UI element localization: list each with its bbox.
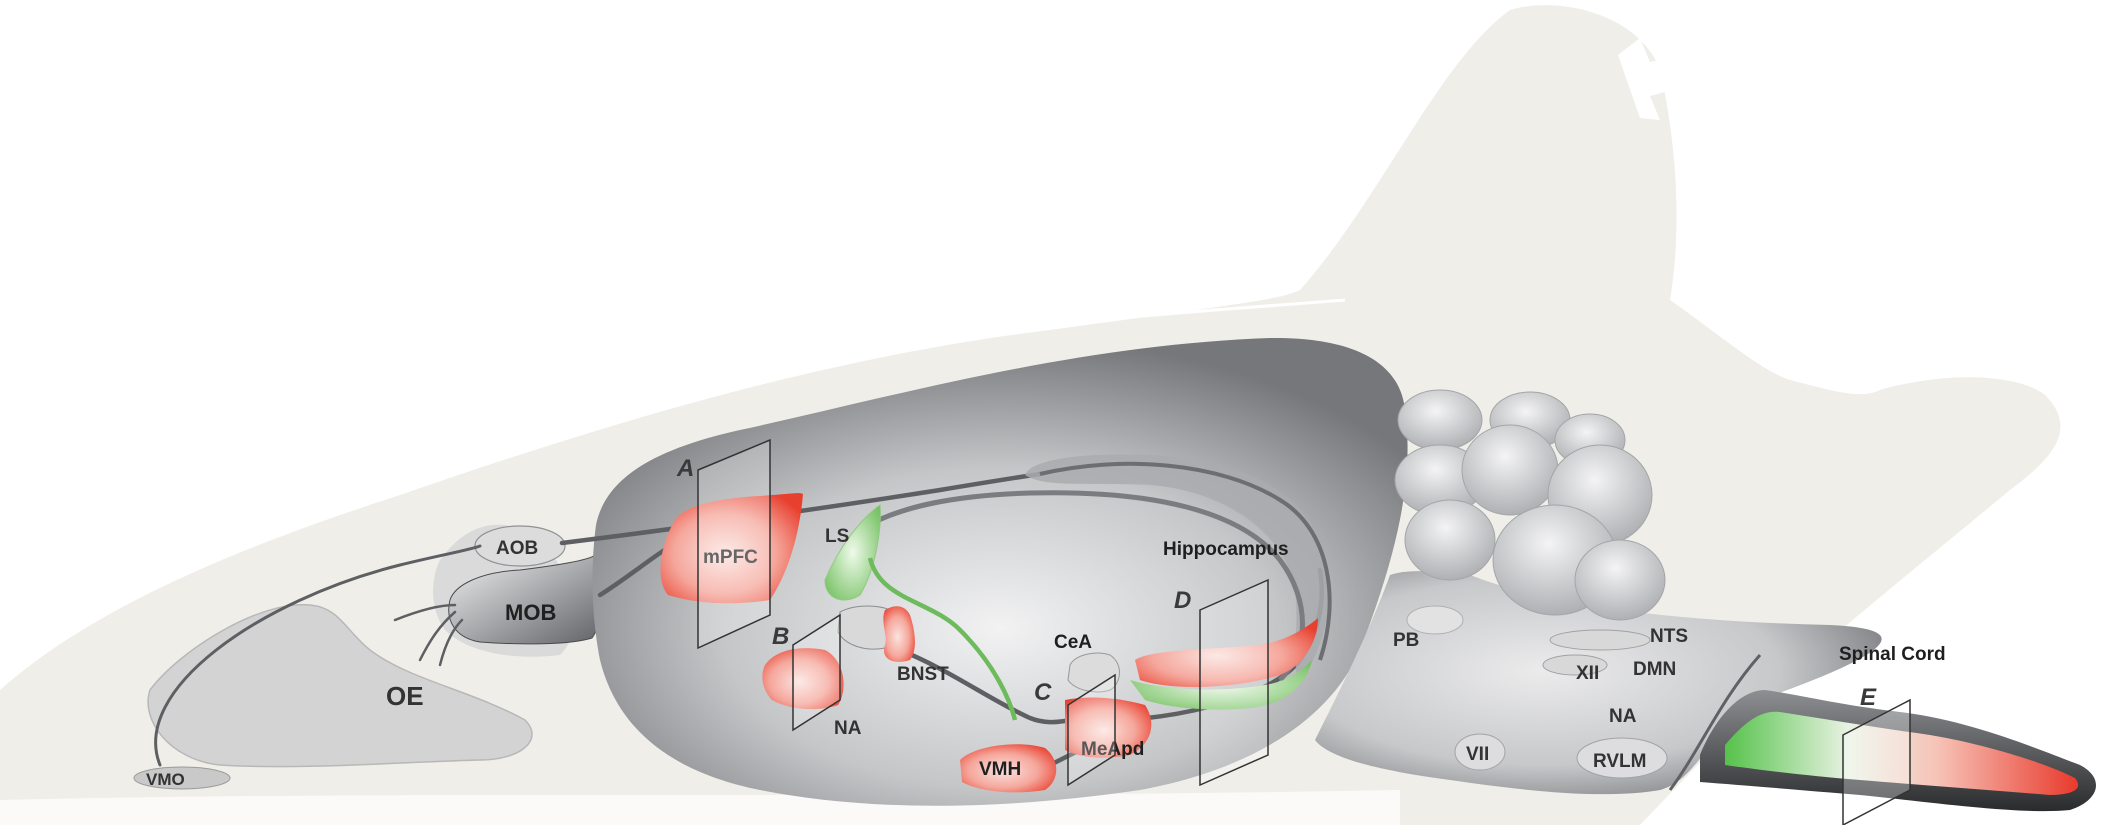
section-label-a: A [676, 455, 694, 482]
section-plane-d [1200, 580, 1268, 785]
oe-label: OE [386, 681, 424, 711]
vii-label: VII [1466, 744, 1489, 765]
cerebellum-lobe [1462, 425, 1558, 515]
section-plane-a [698, 440, 770, 648]
rvlm-label: RVLM [1593, 751, 1646, 772]
dmn-label: DMN [1633, 659, 1676, 680]
na-forebrain-label: NA [834, 718, 862, 739]
mob-label: MOB [505, 600, 556, 625]
bnst-label: BNST [897, 664, 949, 685]
spinal-cord-label: Spinal Cord [1839, 644, 1946, 665]
cerebellum-lobe [1575, 540, 1665, 620]
cerebellum-lobe [1398, 390, 1482, 450]
cerebellum-lobe [1405, 500, 1495, 580]
cea-label: CeA [1054, 632, 1092, 653]
ls-label: LS [825, 526, 849, 547]
section-label-e: E [1860, 684, 1877, 711]
na-brainstem-label: NA [1609, 706, 1637, 727]
aob-label: AOB [496, 538, 538, 559]
pb-label: PB [1393, 630, 1419, 651]
vmh-label: VMH [979, 759, 1021, 780]
section-label-c: C [1034, 679, 1052, 706]
vmo-label: VMO [146, 770, 185, 789]
section-label-d: D [1174, 587, 1191, 614]
nts-region [1550, 630, 1650, 650]
xii-label: XII [1576, 663, 1599, 684]
hippocampus-label: Hippocampus [1163, 539, 1289, 560]
section-label-b: B [772, 623, 789, 650]
nts-label: NTS [1650, 626, 1688, 647]
